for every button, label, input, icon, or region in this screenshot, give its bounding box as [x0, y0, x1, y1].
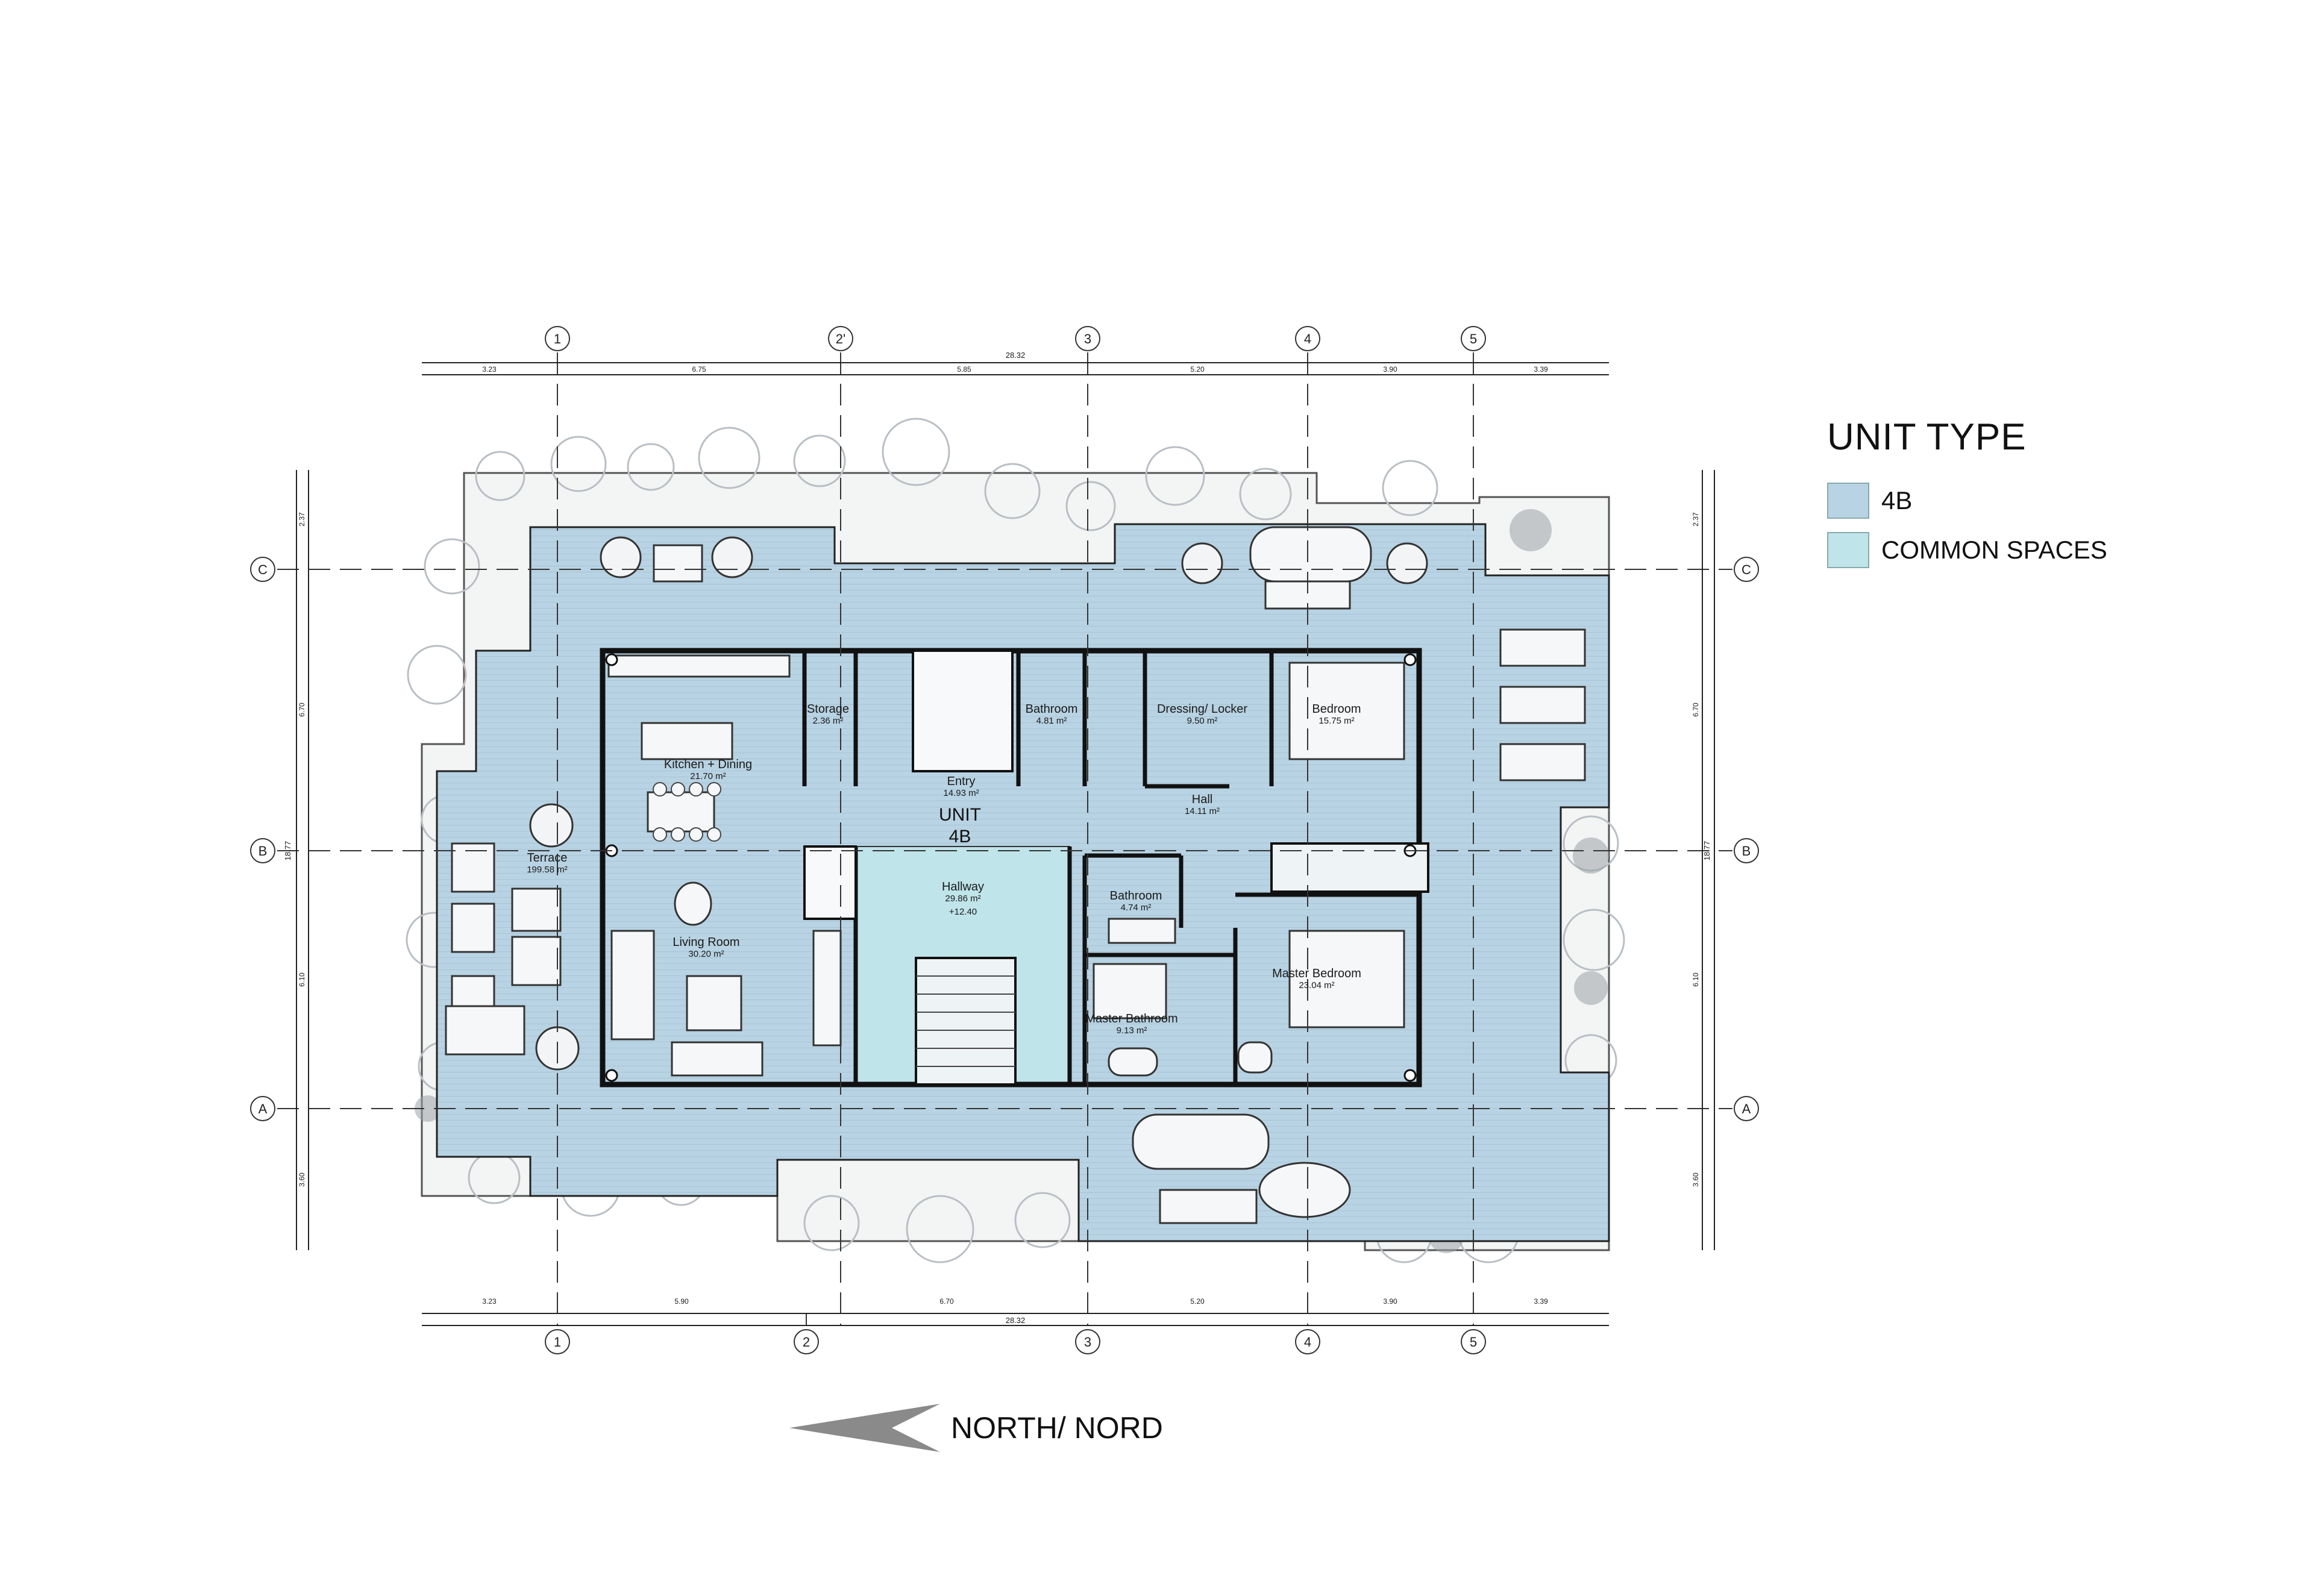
dim-left-seg-2: 6.10: [298, 972, 306, 987]
dim-bottom-seg-3: 5.20: [1190, 1297, 1205, 1306]
dim-top-seg-2: 5.85: [957, 365, 971, 374]
room-area-5: 14.93 m²: [943, 788, 979, 798]
dim-right-total: 18.77: [1702, 841, 1711, 861]
dim-bottom-total: 28.32: [1006, 1316, 1026, 1325]
dim-bottom-seg-2: 6.70: [939, 1297, 954, 1306]
grid-label-top-1: 1: [554, 331, 561, 346]
dining-chairs: [653, 782, 721, 842]
room-area-9: 4.74 m²: [1121, 903, 1152, 913]
dim-left-total: 18.77: [283, 841, 292, 861]
room-area-6: 14.11 m²: [1185, 806, 1220, 816]
dimension-lines: [296, 362, 1715, 1326]
legend: UNIT TYPE 4B COMMON SPACES: [1827, 416, 2107, 581]
room-name-2: Dressing/ Locker: [1157, 703, 1247, 716]
unit-label: UNIT 4B: [939, 805, 981, 847]
room-name-3: Bedroom: [1312, 703, 1361, 716]
dim-left-seg-1: 6.70: [298, 703, 306, 717]
room-area-2: 9.50 m²: [1187, 716, 1218, 726]
grid-label-bottom-2: 2: [803, 1335, 810, 1350]
legend-swatch-common: [1827, 532, 1869, 568]
grid-label-bottom-4: 4: [1304, 1335, 1311, 1350]
dim-top-seg-1: 6.75: [692, 365, 706, 374]
room-area-8: 29.86 m²: [945, 893, 980, 904]
north-indicator: NORTH/ NORD: [789, 1404, 1163, 1452]
room-area-3: 15.75 m²: [1318, 716, 1354, 726]
grid-label-left-b: B: [259, 843, 268, 859]
grid-label-left-c: C: [258, 562, 268, 577]
legend-swatch-unit: [1827, 483, 1869, 519]
room-name-1: Bathroom: [1026, 703, 1078, 716]
grid-label-top-5: 5: [1470, 331, 1477, 346]
grid-label-bottom-5: 5: [1470, 1335, 1477, 1350]
grid-bubbles: [250, 326, 1759, 1354]
grid-label-left-a: A: [259, 1101, 268, 1116]
core-elements: [803, 649, 1429, 1086]
legend-label-unit: 4B: [1881, 486, 1913, 515]
room-name-5: Entry: [947, 775, 976, 788]
grid-label-bottom-3: 3: [1084, 1335, 1091, 1350]
kitchen-counter: [607, 654, 791, 678]
legend-item-unit: 4B: [1827, 483, 2107, 519]
north-arrow-icon: [789, 1404, 940, 1452]
dim-bottom-seg-1: 5.90: [674, 1297, 689, 1306]
grid-label-right-a: A: [1742, 1101, 1751, 1116]
dim-bottom-seg-4: 3.90: [1383, 1297, 1397, 1306]
legend-title: UNIT TYPE: [1827, 416, 2027, 458]
grid-label-right-c: C: [1742, 562, 1751, 577]
dim-top-seg-3: 5.20: [1190, 365, 1205, 374]
grid-bubble-labels: 1 2' 3 4 5 1 2 3 4 5 C B A C B A: [258, 331, 1751, 1350]
room-name-12: Master Bathroom: [1085, 1012, 1177, 1025]
room-name-6: Hall: [1192, 793, 1212, 806]
north-label: NORTH/ NORD: [951, 1411, 1163, 1445]
room-area-11: 23.04 m²: [1299, 980, 1334, 990]
dim-top-seg-5: 3.39: [1534, 365, 1548, 374]
room-name-8: Hallway: [942, 880, 984, 893]
grid-label-top-2: 2': [836, 331, 845, 346]
stair-treads: [916, 975, 1015, 1067]
dim-top-seg-4: 3.90: [1383, 365, 1397, 374]
room-name-0: Storage: [807, 703, 849, 716]
dim-left-seg-3: 3.60: [298, 1172, 306, 1187]
room-name-9: Bathroom: [1110, 889, 1162, 903]
grid-label-top-4: 4: [1304, 331, 1311, 346]
unit-label-line2: 4B: [949, 827, 971, 847]
room-name-10: Living Room: [673, 936, 739, 949]
room-name-4: Kitchen + Dining: [664, 758, 752, 771]
dim-right-seg-1: 6.70: [1692, 703, 1700, 717]
room-area-4: 21.70 m²: [690, 771, 726, 781]
legend-label-common: COMMON SPACES: [1881, 536, 2107, 564]
grid-label-top-3: 3: [1084, 331, 1091, 346]
structural-columns: [605, 653, 1417, 1082]
dim-top-seg-0: 3.23: [482, 365, 497, 374]
room-level-8: +12.40: [949, 907, 977, 917]
dim-bottom-seg-0: 3.23: [482, 1297, 497, 1306]
dim-top-total: 28.32: [1006, 351, 1026, 360]
dim-right-seg-0: 2.37: [1692, 512, 1700, 527]
room-area-0: 2.36 m²: [813, 716, 844, 726]
unit-label-line1: UNIT: [939, 805, 981, 825]
room-area-10: 30.20 m²: [688, 949, 724, 959]
room-area-1: 4.81 m²: [1036, 716, 1067, 726]
grid-lines: [277, 352, 1732, 1325]
legend-item-common: COMMON SPACES: [1827, 532, 2107, 568]
room-name-11: Master Bedroom: [1272, 967, 1361, 980]
furniture: [445, 526, 1586, 1224]
dim-bottom-seg-5: 3.39: [1534, 1297, 1548, 1306]
room-name-7: Terrace: [527, 851, 568, 865]
dim-right-seg-2: 6.10: [1692, 972, 1700, 987]
room-area-7: 199.58 m²: [527, 865, 568, 875]
dim-right-seg-3: 3.60: [1692, 1172, 1700, 1187]
room-area-12: 9.13 m²: [1117, 1025, 1147, 1036]
grid-label-bottom-1: 1: [554, 1335, 561, 1350]
grid-label-right-b: B: [1742, 843, 1751, 859]
dim-left-seg-0: 2.37: [298, 512, 306, 527]
